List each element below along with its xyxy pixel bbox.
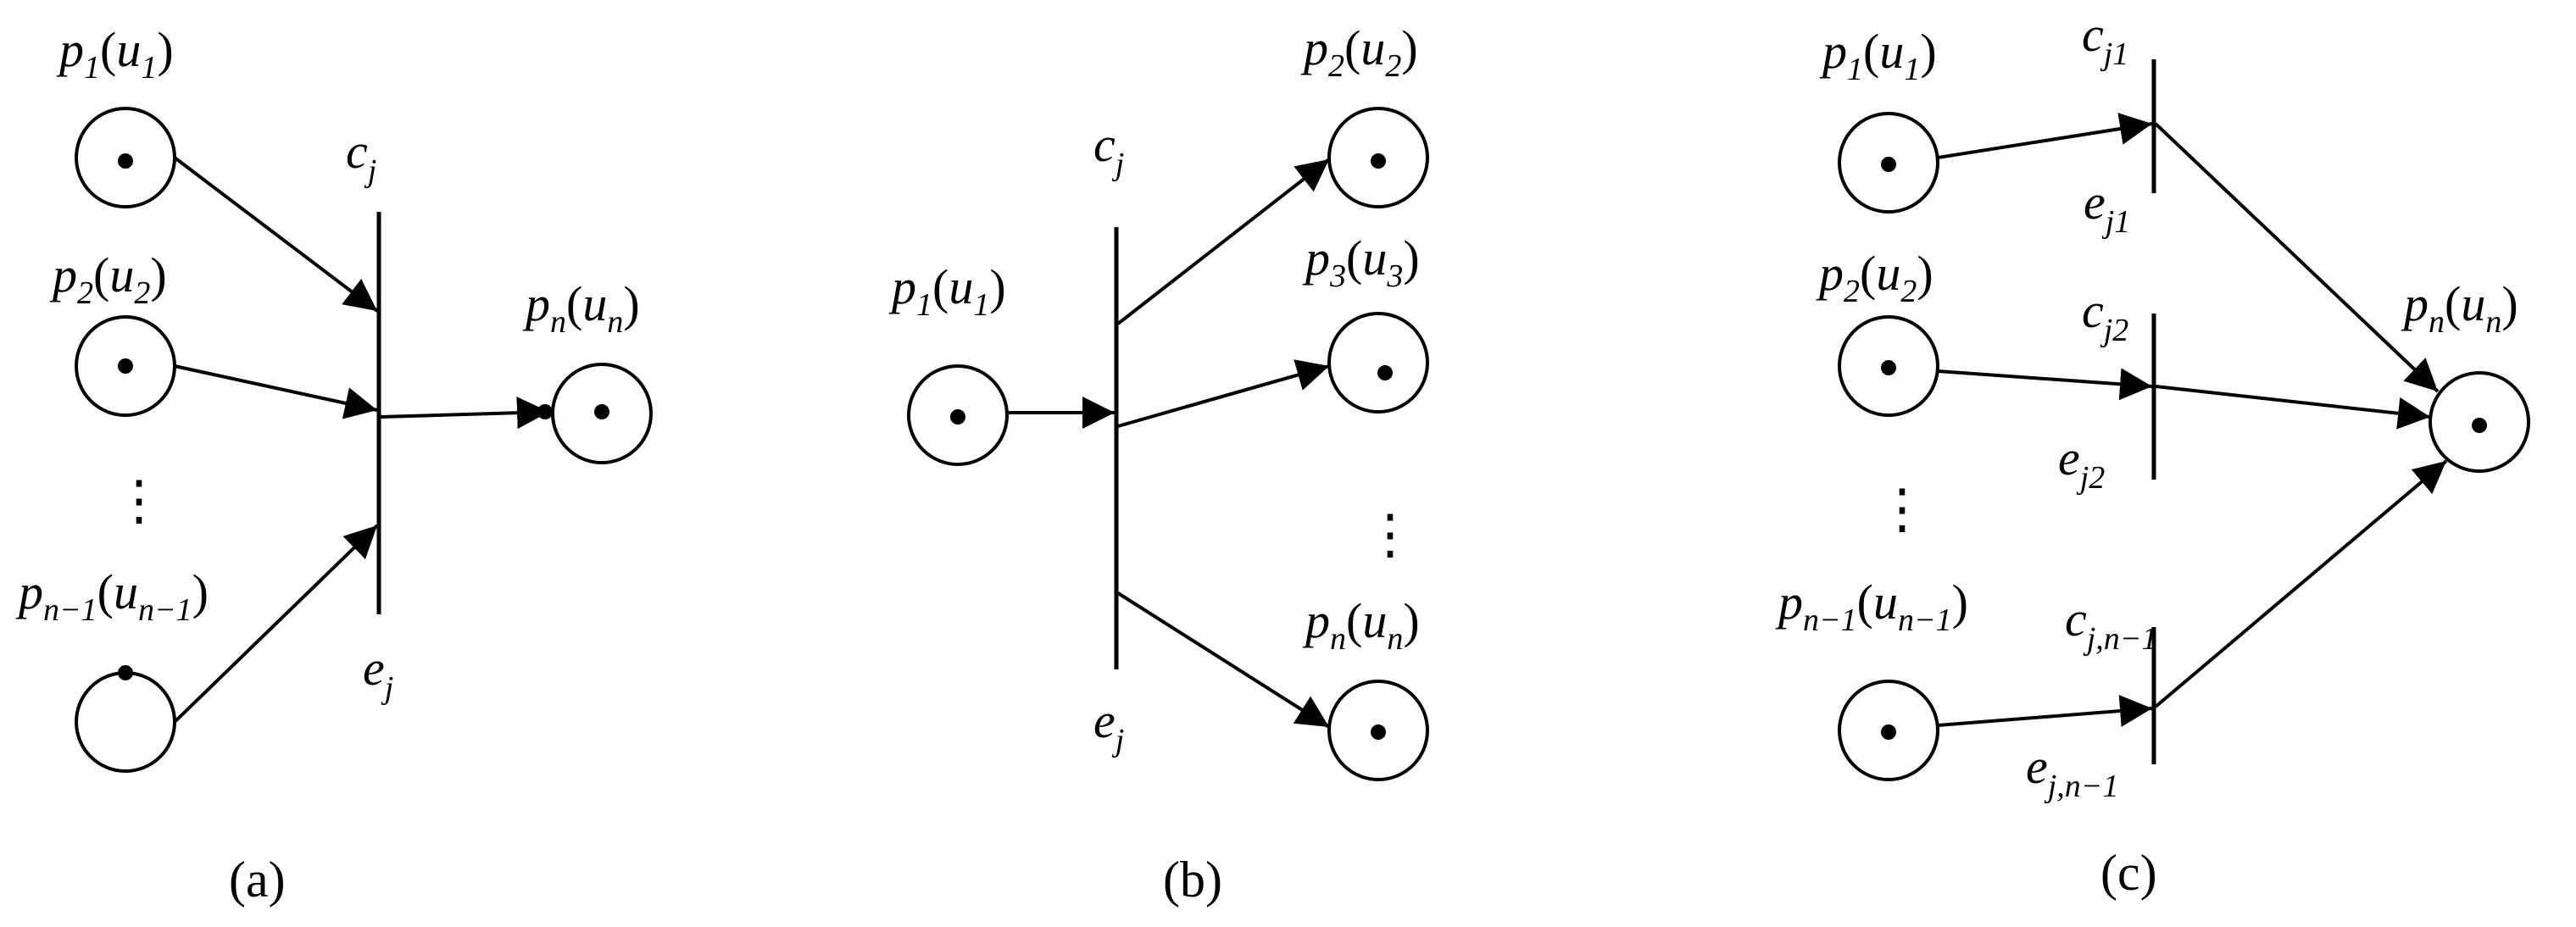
token	[1377, 365, 1393, 380]
label-p2-b: p2(u2)	[1300, 20, 1418, 84]
label-e2: ej2	[2058, 430, 2105, 496]
ellipsis-c: ⋮	[1875, 479, 1929, 539]
label-e1: ej1	[2084, 175, 2130, 240]
diagram-a	[75, 107, 653, 773]
label-p3-b: p3(u3)	[1302, 230, 1420, 294]
arc-p1-to-t	[173, 156, 379, 313]
place-pn	[1327, 680, 1429, 781]
token	[118, 358, 133, 374]
arc-t-to-pn	[1116, 591, 1331, 729]
token	[594, 404, 609, 419]
place-pn-1	[1838, 680, 1939, 781]
label-p1-a: p1(u1)	[56, 22, 174, 86]
place-p1	[1838, 112, 1939, 214]
ellipsis-a: ⋮	[112, 470, 166, 530]
token	[1881, 157, 1896, 172]
arc-t2-to-pn	[2155, 385, 2431, 430]
place-pn-1	[75, 671, 176, 773]
label-pn1-a: pn−1(un−1)	[15, 564, 209, 628]
label-pn-c: pn(un)	[2401, 276, 2518, 340]
token	[950, 409, 965, 425]
label-pn1-c: pn−1(un−1)	[1775, 575, 1968, 638]
arc-p1-to-t1	[1937, 113, 2153, 159]
label-c-a: cj	[346, 124, 376, 189]
label-cn1: cj,n−1	[2065, 591, 2157, 657]
token	[1881, 360, 1896, 375]
token	[2472, 418, 2487, 433]
token	[1881, 724, 1896, 740]
label-e-b: ej	[1093, 693, 1124, 758]
place-pn	[551, 363, 653, 464]
arc-pn1-to-tn1	[1937, 695, 2153, 727]
label-pn-a: pn(un)	[522, 276, 640, 340]
arc-tn1-to-pn	[2154, 459, 2448, 708]
diagram-b	[907, 107, 1429, 781]
diagram-c	[1838, 59, 2530, 781]
arc-p2-to-t	[174, 364, 378, 419]
place-p2	[1327, 107, 1429, 208]
caption-b: (b)	[1163, 852, 1222, 908]
label-p2-c: p2(u2)	[1816, 246, 1933, 309]
label-c1: cj1	[2082, 7, 2128, 72]
place-p2	[1838, 315, 1939, 417]
place-pn	[2429, 371, 2530, 473]
label-p1-b: p1(u1)	[888, 259, 1006, 323]
label-c2: cj2	[2082, 283, 2128, 348]
arc-t1-to-pn	[2154, 122, 2440, 393]
arc-t-to-p2	[1116, 158, 1331, 325]
token	[1371, 153, 1386, 169]
arc-t-to-p3	[1117, 359, 1330, 428]
tokens-a	[118, 153, 609, 680]
label-c-b: cj	[1093, 117, 1124, 182]
ellipsis-b: ⋮	[1363, 504, 1417, 564]
label-p1-c: p1(u1)	[1819, 24, 1937, 87]
place-p3	[1327, 312, 1429, 414]
place-p1	[907, 364, 1009, 466]
tokens-b	[950, 153, 1393, 740]
token	[537, 404, 553, 419]
arc-pn1-to-t	[173, 524, 379, 724]
label-en1: ej,n−1	[2026, 739, 2118, 804]
caption-a: (a)	[229, 852, 286, 908]
token	[118, 153, 133, 169]
label-e-a: ej	[363, 641, 393, 706]
token	[118, 665, 133, 680]
arc-t-to-pn	[380, 397, 550, 430]
label-p2-a: p2(u2)	[49, 247, 167, 311]
tokens-c	[1881, 157, 2487, 740]
arc-p2-to-t2	[1937, 368, 2153, 401]
token	[1371, 724, 1386, 740]
label-pn-b: pn(un)	[1302, 593, 1420, 657]
caption-c: (c)	[2100, 845, 2157, 901]
